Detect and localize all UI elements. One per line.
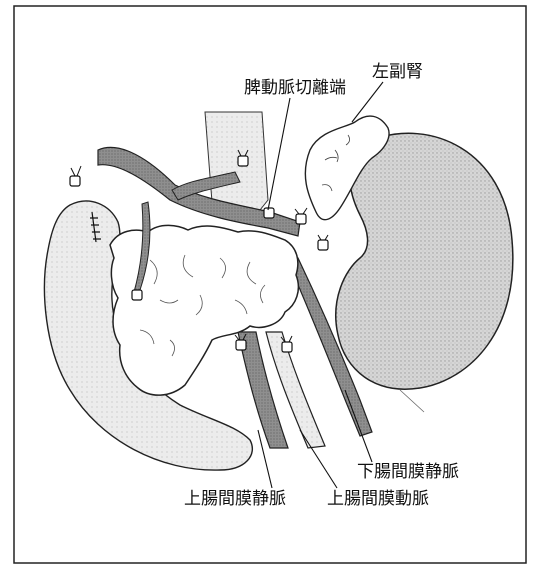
label-splenic-cut-end: 脾動脈切離端 (244, 80, 346, 97)
label-left-adrenal: 左副腎 (372, 64, 423, 81)
label-inferior-mesenteric-vein: 下腸間膜静脈 (357, 464, 459, 481)
label-superior-mesenteric-artery: 上腸間膜動脈 (327, 491, 429, 508)
label-superior-mesenteric-vein: 上腸間膜静脈 (184, 491, 286, 508)
